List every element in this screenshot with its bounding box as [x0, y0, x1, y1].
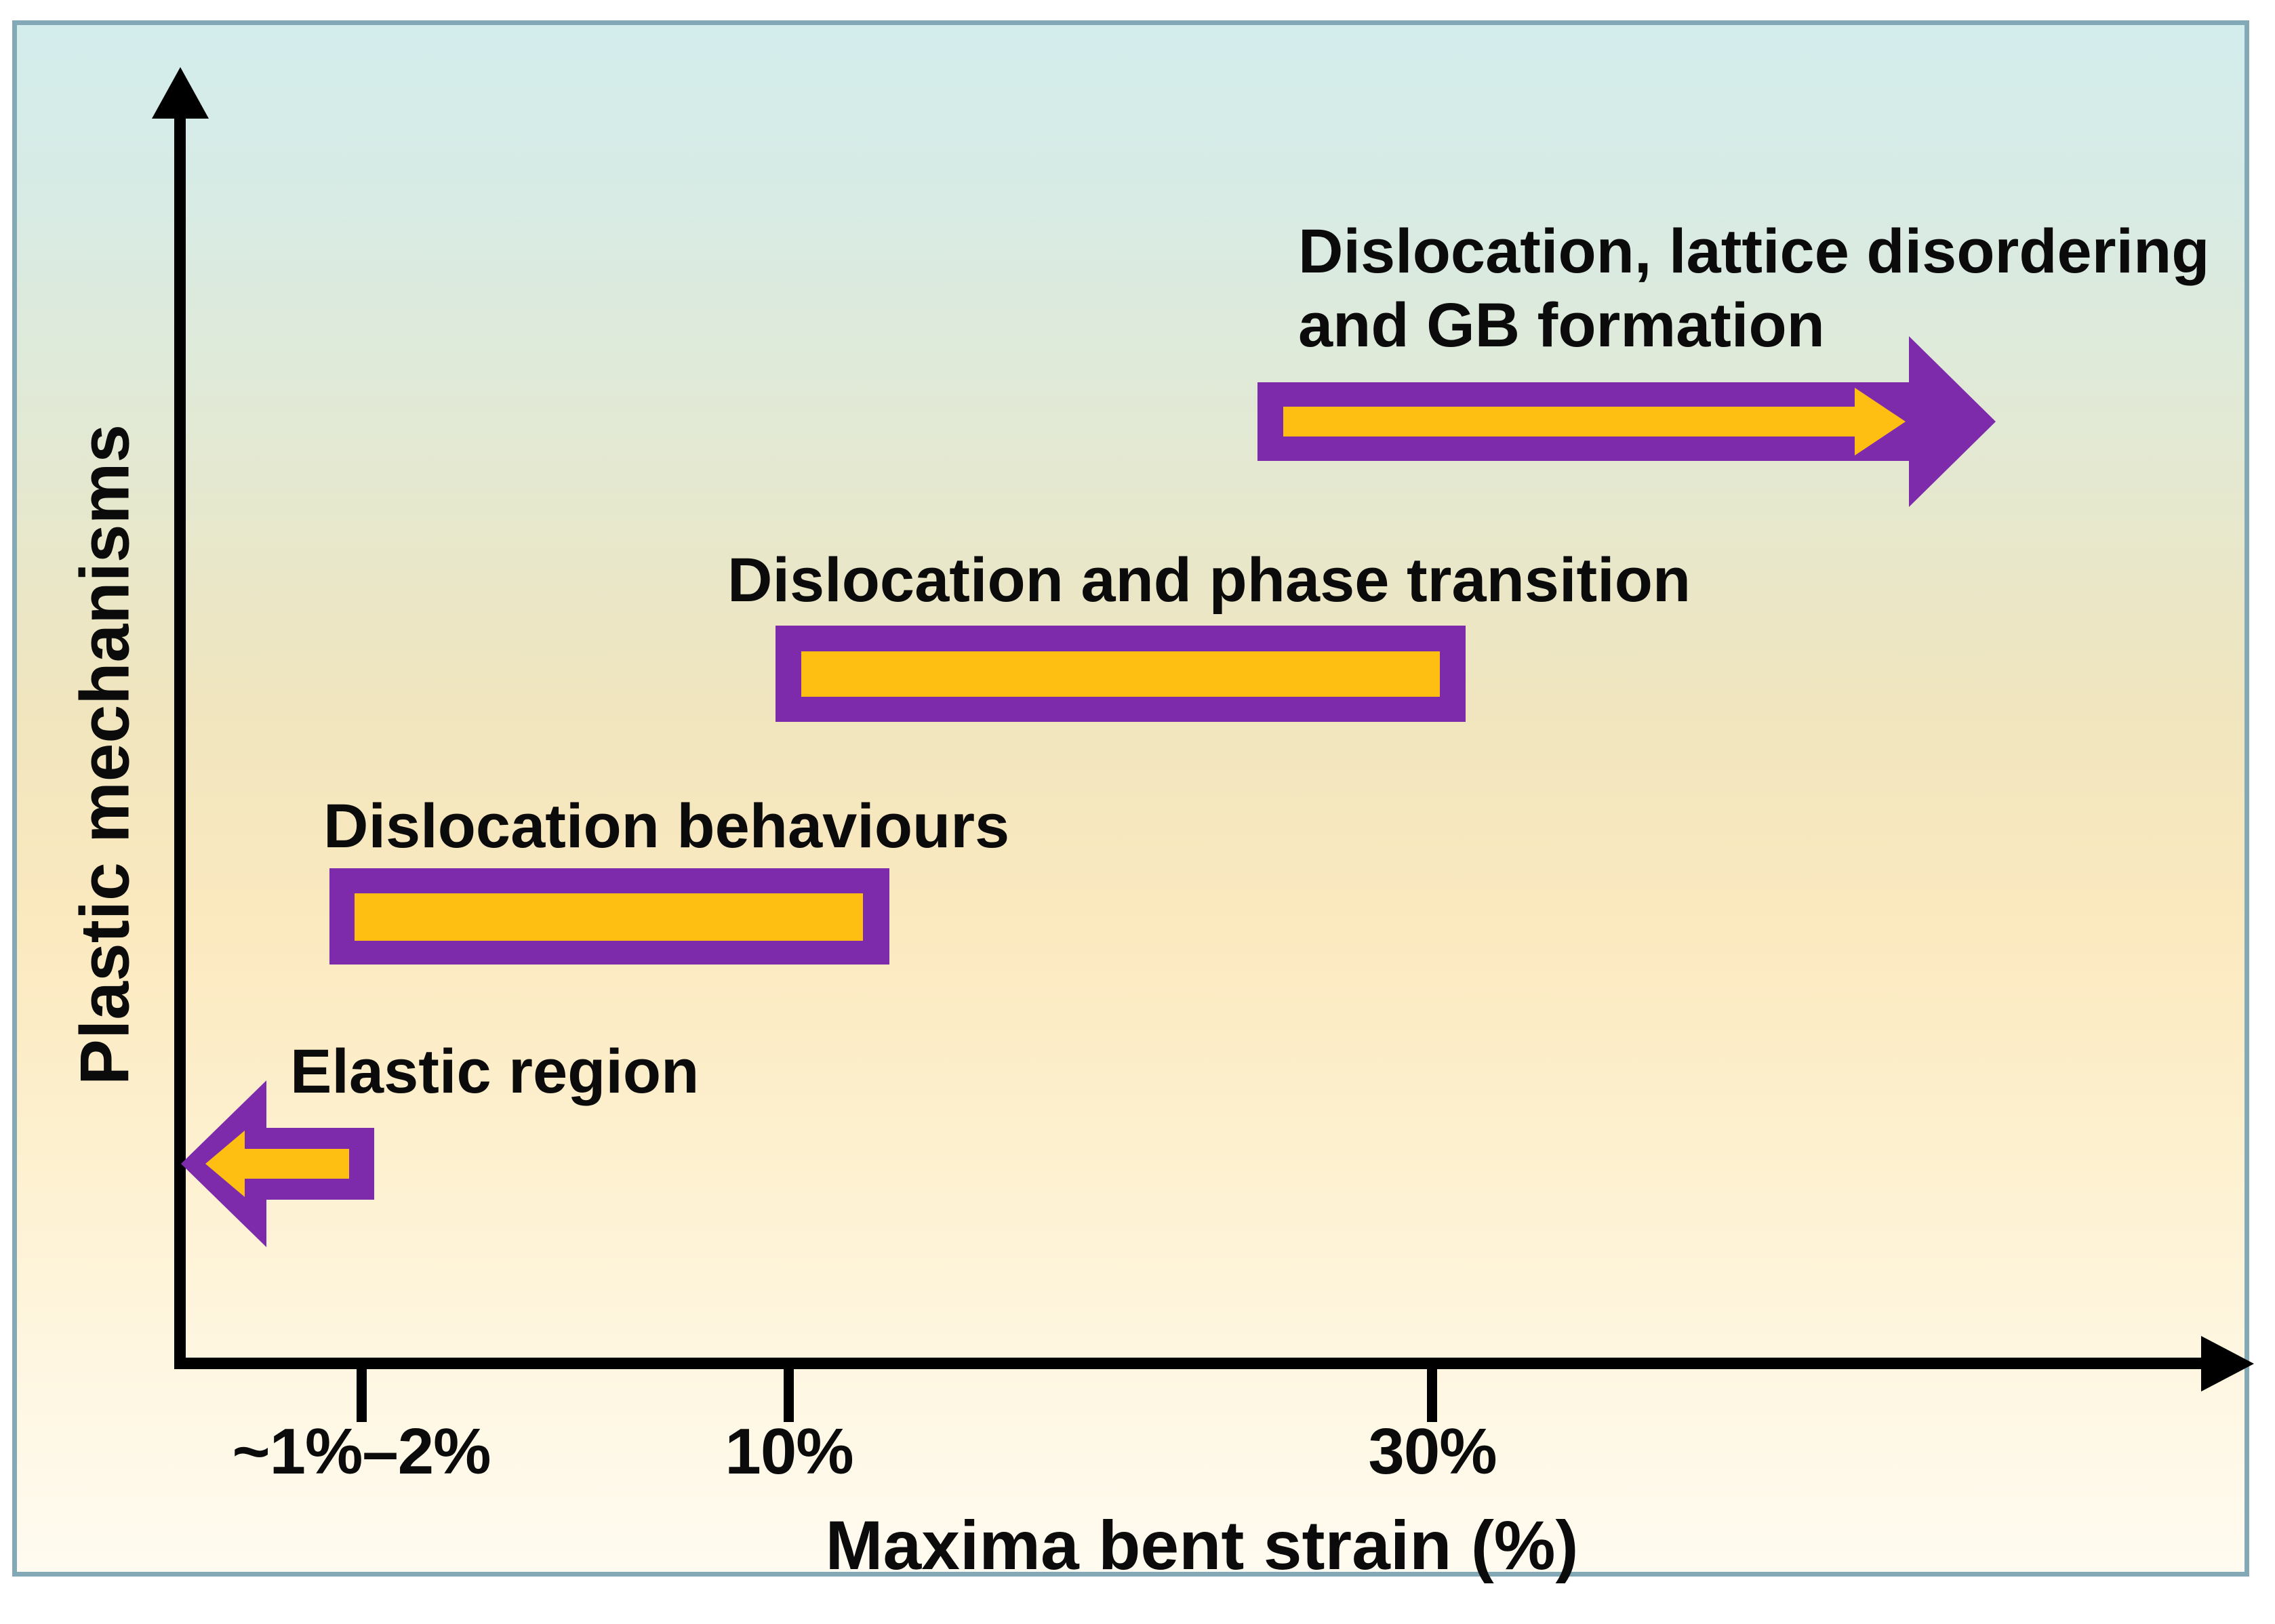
band-label-dislocation-phase-transition: Dislocation and phase transition: [727, 546, 1691, 615]
y-axis-title: Plastic mechanisms: [66, 424, 144, 1086]
x-tick-label-3: 30%: [1368, 1415, 1497, 1488]
band-label-line-1: Dislocation, lattice disordering: [1298, 217, 2210, 286]
x-tick-label-2: 10%: [725, 1415, 853, 1488]
arrow-right-dislocation-lattice-gb: [1257, 336, 1996, 507]
x-axis-line: [174, 1358, 2208, 1369]
x-axis-arrowhead-icon: [2201, 1336, 2254, 1392]
bar-inner-dislocation-behaviours: [355, 893, 863, 941]
x-tick-mark-2: [784, 1369, 794, 1422]
y-axis-arrowhead-icon: [152, 67, 209, 119]
y-axis-line: [174, 113, 186, 1369]
band-label-dislocation-lattice-gb: Dislocation, lattice disordering and GB …: [1298, 215, 2209, 362]
band-label-line-2: and GB formation: [1298, 290, 1825, 360]
band-label-dislocation-behaviours: Dislocation behaviours: [323, 792, 1010, 861]
arrow-inner-shape: [1283, 388, 1906, 455]
x-axis-title: Maxima bent strain (%): [825, 1507, 1579, 1584]
figure-panel: ~1%–2% 10% 30% Maxima bent strain (%) Pl…: [12, 20, 2254, 1584]
bar-inner-dislocation-phase-transition: [801, 651, 1440, 697]
x-tick-label-1: ~1%–2%: [232, 1415, 491, 1488]
arrow-inner-shape: [205, 1131, 349, 1197]
x-tick-mark-1: [357, 1369, 367, 1422]
arrow-left-elastic-region: [181, 1080, 374, 1247]
x-tick-mark-3: [1427, 1369, 1437, 1422]
band-label-elastic-region: Elastic region: [290, 1037, 700, 1106]
